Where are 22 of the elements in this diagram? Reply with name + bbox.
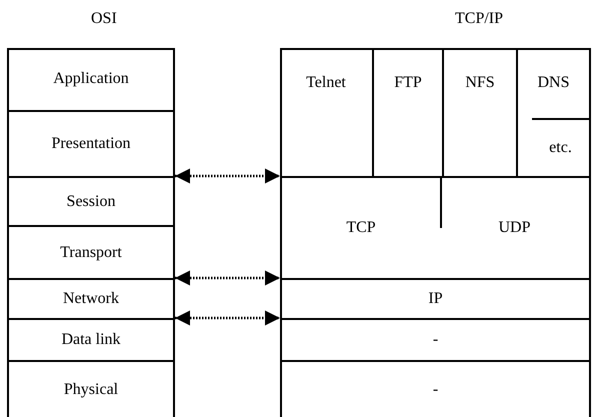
- layer-name: Physical: [64, 380, 118, 398]
- layer-name: IP: [428, 290, 443, 308]
- layer-name: FTP: [394, 74, 422, 92]
- layer-name: TCP: [346, 219, 376, 237]
- layer-name: -: [432, 380, 438, 398]
- column-heading: TCP/IP: [455, 10, 504, 28]
- layer-name: etc.: [549, 139, 572, 157]
- double-arrow: [175, 168, 280, 184]
- layer-name: Session: [66, 192, 116, 210]
- layer-name: Telnet: [306, 74, 346, 92]
- layer-name: Data link: [61, 331, 121, 349]
- layer-name: NFS: [465, 74, 495, 92]
- layer-name: UDP: [498, 219, 530, 237]
- layer-name: Application: [53, 70, 129, 88]
- double-arrow: [175, 270, 280, 286]
- layer-name: Network: [63, 290, 119, 308]
- double-arrow: [175, 310, 280, 326]
- layer-name: -: [432, 331, 438, 349]
- layer-name: DNS: [537, 74, 570, 92]
- column-heading: OSI: [91, 10, 117, 28]
- layer-name: Presentation: [51, 135, 131, 153]
- layer-name: Transport: [60, 244, 122, 262]
